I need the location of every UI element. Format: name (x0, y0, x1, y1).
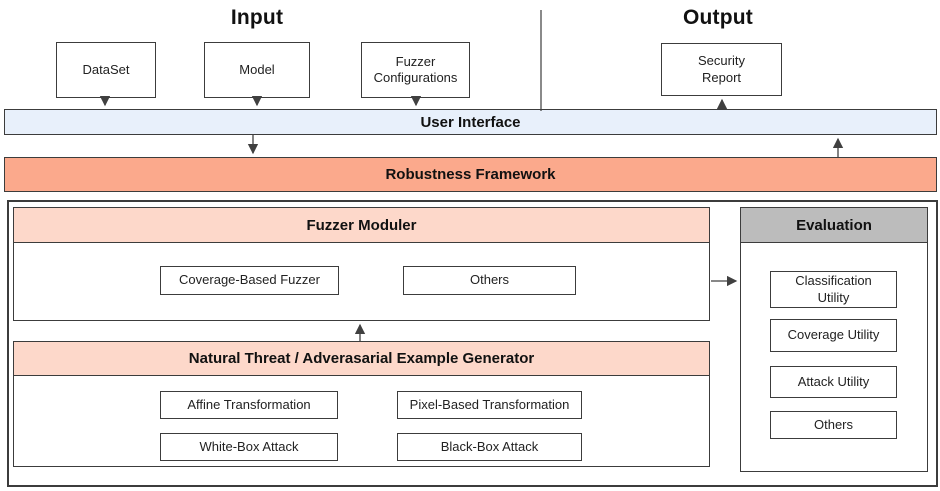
example-generator-title: Natural Threat / Adverasarial Example Ge… (188, 350, 535, 367)
pixel-based-transformation-label: Pixel-Based Transformation (409, 396, 570, 412)
security-report-label: Security Report (698, 53, 745, 85)
fuzzer-configurations-label: Fuzzer Configurations (373, 53, 458, 85)
input-column-title: Input (230, 6, 284, 29)
white-box-attack-label: White-Box Attack (199, 438, 299, 454)
fuzzer-others-label: Others (469, 272, 509, 288)
user-interface-bar: User Interface (4, 109, 937, 135)
coverage-utility-box: Coverage Utility (770, 319, 897, 352)
model-label: Model (239, 61, 275, 77)
example-generator-header: Natural Threat / Adverasarial Example Ge… (14, 342, 709, 376)
robustness-framework-label: Robustness Framework (385, 166, 556, 183)
robustness-framework-bar: Robustness Framework (4, 157, 937, 192)
evaluation-title: Evaluation (796, 216, 872, 234)
white-box-attack-box: White-Box Attack (160, 433, 338, 461)
fuzzer-moduler-title: Fuzzer Moduler (306, 216, 417, 234)
model-box: Model (204, 42, 310, 98)
fuzzer-moduler-header: Fuzzer Moduler (14, 208, 709, 243)
dataset-box: DataSet (56, 42, 156, 98)
attack-utility-label: Attack Utility (797, 373, 870, 389)
evaluation-header: Evaluation (741, 208, 927, 243)
black-box-attack-box: Black-Box Attack (397, 433, 582, 461)
classification-utility-label: Classification Utility (795, 273, 872, 305)
fuzzer-others-box: Others (403, 266, 576, 295)
fuzzer-configurations-box: Fuzzer Configurations (361, 42, 470, 98)
attack-utility-box: Attack Utility (770, 366, 897, 398)
framework-container (7, 200, 938, 487)
example-generator-section: Natural Threat / Adverasarial Example Ge… (13, 341, 710, 467)
affine-transformation-label: Affine Transformation (187, 396, 311, 412)
user-interface-label: User Interface (420, 113, 521, 131)
fuzzer-moduler-section: Fuzzer Moduler (13, 207, 710, 321)
evaluation-others-label: Others (813, 416, 853, 432)
security-report-box: Security Report (661, 43, 782, 96)
black-box-attack-label: Black-Box Attack (440, 438, 539, 454)
output-column-title: Output (682, 6, 753, 29)
pixel-based-transformation-box: Pixel-Based Transformation (397, 391, 582, 419)
coverage-utility-label: Coverage Utility (787, 327, 880, 343)
coverage-based-fuzzer-label: Coverage-Based Fuzzer (179, 272, 320, 288)
evaluation-others-box: Others (770, 411, 897, 439)
classification-utility-box: Classification Utility (770, 271, 897, 308)
affine-transformation-box: Affine Transformation (160, 391, 338, 419)
coverage-based-fuzzer-box: Coverage-Based Fuzzer (160, 266, 339, 295)
dataset-label: DataSet (82, 61, 130, 77)
